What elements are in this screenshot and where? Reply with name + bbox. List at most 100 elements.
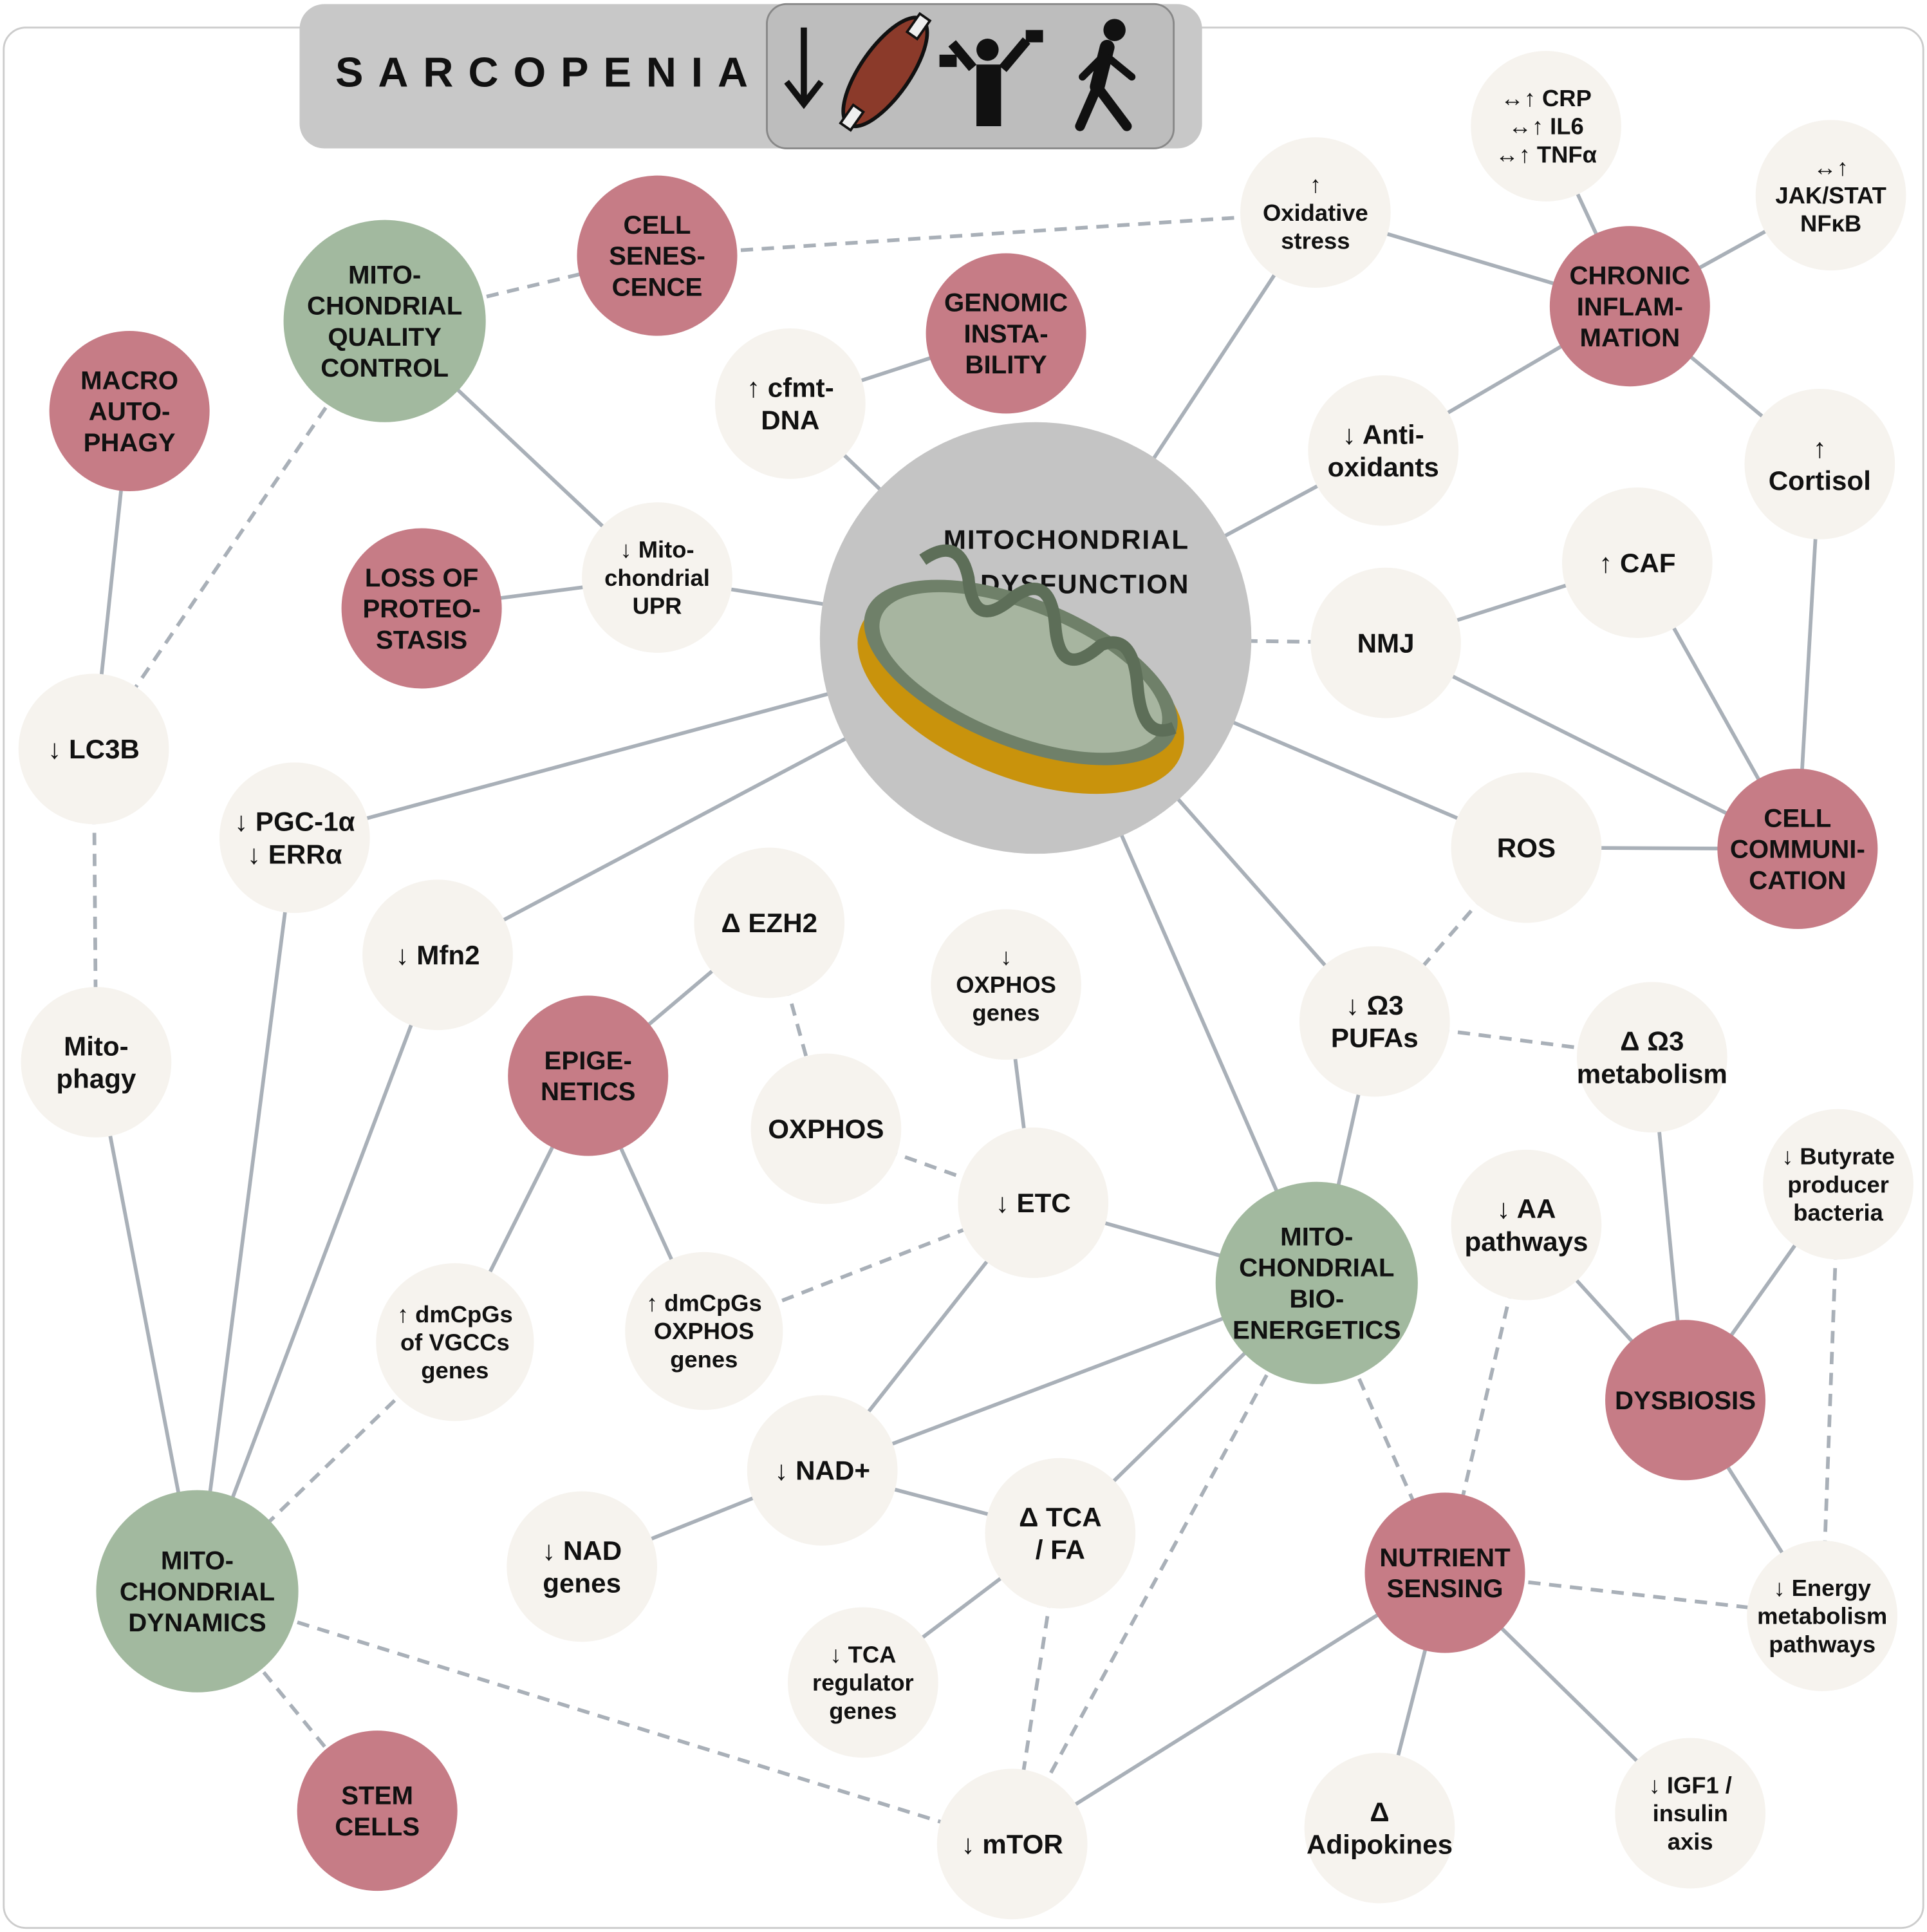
nodes: MITOCHONDRIALDYSFUNCTIONMITO-CHONDRIALQU… bbox=[18, 51, 1913, 1920]
node-label: regulator bbox=[812, 1669, 914, 1696]
node-circle bbox=[1451, 772, 1602, 923]
node-label: ↓ Ω3 bbox=[1346, 990, 1404, 1020]
node-circle bbox=[1747, 1541, 1898, 1691]
node-label: / FA bbox=[1036, 1535, 1085, 1565]
node-caf: ↑ CAF bbox=[1561, 487, 1713, 638]
node-label: ↓ mTOR bbox=[961, 1829, 1063, 1859]
node-label: genes bbox=[543, 1568, 621, 1598]
node-label: CELL bbox=[623, 211, 691, 239]
node-label: oxidants bbox=[1328, 452, 1439, 482]
node-label: Oxidative bbox=[1263, 200, 1368, 226]
node-circle bbox=[376, 1263, 534, 1421]
node-ezh2: Δ EZH2 bbox=[694, 847, 845, 999]
node-label: bacteria bbox=[1793, 1199, 1883, 1226]
node-label: NETICS bbox=[541, 1077, 635, 1106]
mitochondrion-icon bbox=[857, 544, 1184, 794]
node-label: ROS bbox=[1497, 832, 1556, 863]
node-circle bbox=[362, 879, 513, 1031]
node-label: ↓ Mito- bbox=[620, 536, 694, 563]
header-title: SARCOPENIA bbox=[335, 49, 763, 96]
node-label: DYNAMICS bbox=[128, 1608, 266, 1637]
node-label: DNA bbox=[761, 405, 819, 435]
node-label: chondrial bbox=[604, 565, 710, 591]
node-crp: ↔↑ CRP↔↑ IL6↔↑ TNFα bbox=[1471, 51, 1621, 202]
node-dysbiosis: DYSBIOSIS bbox=[1605, 1320, 1766, 1481]
node-circle bbox=[1308, 375, 1459, 526]
node-circle bbox=[297, 1730, 458, 1891]
node-label: phagy bbox=[56, 1064, 136, 1094]
node-label: MITO- bbox=[161, 1546, 234, 1575]
node-label: NFκB bbox=[1800, 211, 1861, 237]
node-label: MITO- bbox=[348, 260, 421, 289]
node-circle bbox=[694, 847, 845, 999]
node-circle bbox=[507, 1491, 657, 1642]
node-label: CENCE bbox=[612, 272, 703, 301]
node-label: NMJ bbox=[1357, 628, 1415, 658]
node-label: CHONDRIAL bbox=[307, 292, 462, 321]
node-label: CHONDRIAL bbox=[1239, 1253, 1394, 1282]
node-label: QUALITY bbox=[328, 323, 442, 352]
node-label: ↑ CAF bbox=[1599, 548, 1675, 578]
node-antiox: ↓ Anti-oxidants bbox=[1308, 375, 1459, 526]
node-circle bbox=[936, 1768, 1088, 1920]
node-circle bbox=[715, 328, 866, 479]
node-circle bbox=[931, 909, 1081, 1060]
dashed-link-cellsen-oxidative bbox=[656, 211, 1316, 258]
node-label: CELL bbox=[1764, 803, 1831, 832]
node-label: ↓ Energy bbox=[1773, 1575, 1871, 1601]
node-label: MACRO bbox=[80, 366, 178, 395]
dashed-link-bioen-mtor bbox=[1010, 1282, 1319, 1845]
dashed-link-oxphos-etc bbox=[825, 1127, 1034, 1205]
node-circle bbox=[625, 1252, 783, 1411]
node-label: JAK/STAT bbox=[1775, 182, 1886, 209]
node-mfn2: ↓ Mfn2 bbox=[362, 879, 513, 1031]
node-mitophagy: Mito-phagy bbox=[21, 987, 172, 1138]
node-label: EPIGE- bbox=[545, 1046, 632, 1075]
node-label: MITOCHONDRIAL bbox=[944, 524, 1189, 554]
node-label: ↓ Butyrate bbox=[1782, 1143, 1895, 1170]
dashed-link-dynamics-mtor bbox=[196, 1589, 1013, 1846]
node-label: ↓ Anti- bbox=[1343, 419, 1424, 449]
node-label: ↓ AA bbox=[1496, 1194, 1556, 1224]
node-circle bbox=[1451, 1149, 1602, 1300]
node-label: OXPHOS bbox=[956, 971, 1056, 998]
node-label: genes bbox=[670, 1346, 738, 1373]
node-circle bbox=[958, 1127, 1109, 1279]
node-label: CATION bbox=[1749, 866, 1846, 895]
node-circle bbox=[750, 1053, 902, 1205]
node-label: PROTEO- bbox=[362, 594, 480, 623]
node-label: AUTO- bbox=[89, 397, 171, 426]
node-circle bbox=[1304, 1752, 1455, 1904]
link-pgc-dynamics bbox=[195, 837, 297, 1592]
node-ros: ROS bbox=[1451, 772, 1602, 923]
node-label: OXPHOS bbox=[654, 1318, 754, 1344]
node-label: GENOMIC bbox=[944, 288, 1068, 317]
node-label: LOSS OF bbox=[365, 563, 479, 592]
link-mfn2-dynamics bbox=[195, 954, 440, 1592]
node-label: genes bbox=[421, 1357, 489, 1383]
node-circle bbox=[985, 1458, 1136, 1609]
walking-icon bbox=[1075, 19, 1136, 131]
node-label: ↓ bbox=[1000, 943, 1012, 970]
node-label: CHONDRIAL bbox=[120, 1577, 275, 1606]
node-circle bbox=[341, 528, 502, 689]
node-circle bbox=[508, 995, 669, 1156]
node-label: ↓ ETC bbox=[996, 1188, 1071, 1218]
node-label: genes bbox=[973, 1000, 1040, 1026]
node-nadplus: ↓ NAD+ bbox=[747, 1395, 898, 1546]
node-circle bbox=[1744, 389, 1895, 539]
